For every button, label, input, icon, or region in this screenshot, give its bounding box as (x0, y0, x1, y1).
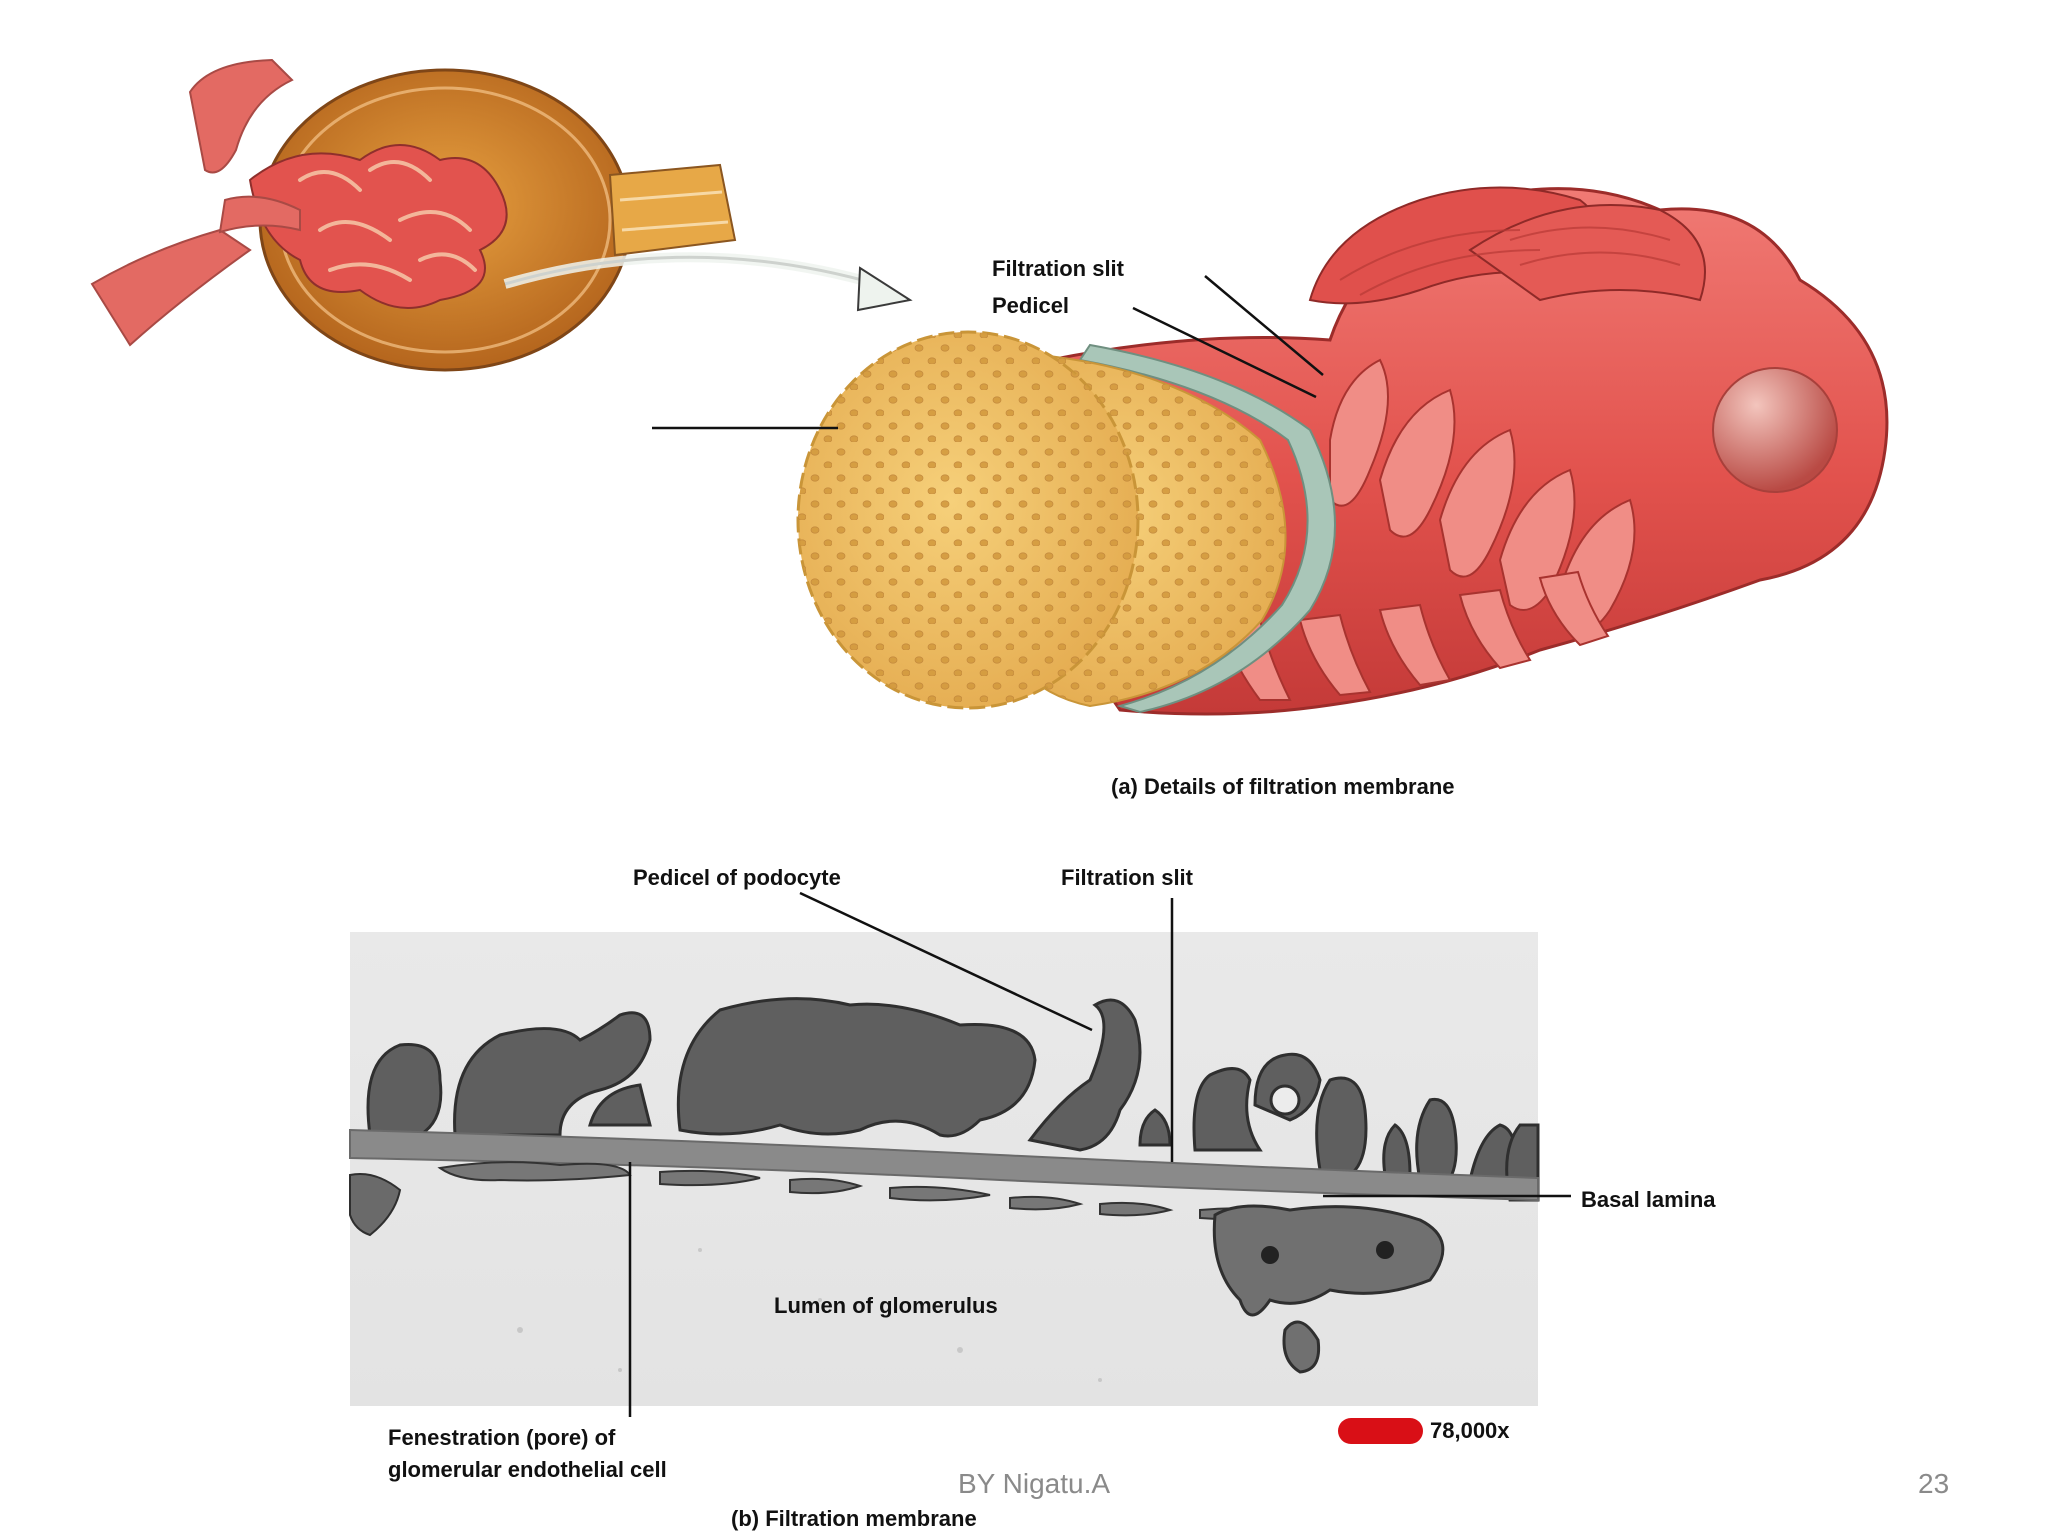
label-fenestration-line1: Fenestration (pore) of (388, 1425, 616, 1450)
label-pedicel-a: Pedicel (992, 293, 1070, 318)
label-magnification: 78,000x (1430, 1418, 1510, 1443)
filtration-membrane-illustration (796, 186, 1889, 716)
footer-author: BY Nigatu.A (958, 1468, 1111, 1499)
caption-a: (a) Details of filtration membrane (1111, 774, 1455, 799)
label-filtration-slit-a: Filtration slit (992, 256, 1124, 281)
leader-lines-b (628, 891, 1571, 1417)
page-number: 23 (1918, 1468, 1950, 1499)
leader-lines-a (652, 275, 1324, 430)
electron-micrograph (349, 932, 1540, 1406)
label-lumen-of-glomerulus: Lumen of glomerulus (774, 1293, 998, 1318)
label-fenestration-line2: glomerular endothelial cell (388, 1457, 667, 1482)
label-pedicel-of-podocyte: Pedicel of podocyte (633, 865, 841, 890)
caption-b: (b) Filtration membrane (731, 1506, 977, 1531)
label-filtration-slit-b: Filtration slit (1061, 865, 1193, 890)
renal-corpuscle-illustration (90, 58, 913, 372)
scale-bar (1338, 1418, 1423, 1444)
label-basal-lamina: Basal lamina (1581, 1187, 1716, 1212)
